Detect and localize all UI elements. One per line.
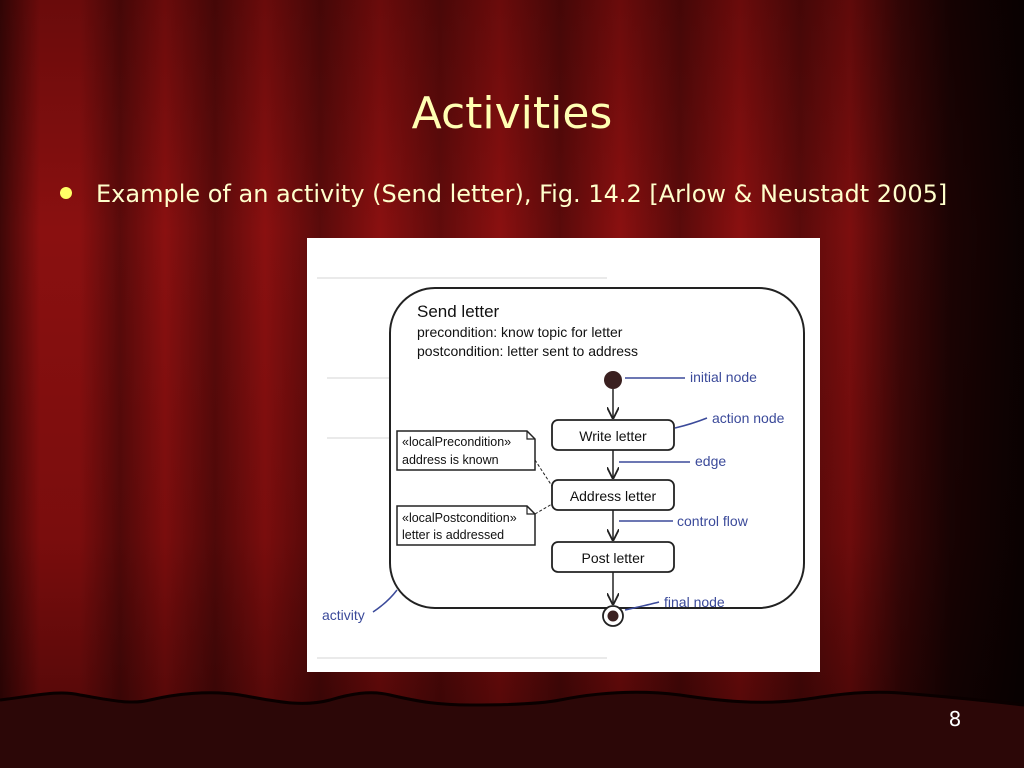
activity-name: Send letter [417,302,500,321]
slide-number: 8 [948,707,962,731]
callout-edge: edge [695,453,726,469]
callout-line-activity [372,589,398,613]
note-precondition-anchor [534,459,553,487]
final-node-core [607,610,619,622]
precondition-text: precondition: know topic for letter [417,324,623,340]
note-postcondition-text: letter is addressed [402,528,504,542]
callout-line-final-node [624,601,660,611]
bullet-dot-icon [60,187,72,199]
note-postcondition-anchor [534,503,553,515]
action-node-post-letter [551,541,675,573]
slide-title: Activities [411,88,613,139]
activity-diagram-figure: Send letter precondition: know topic for… [307,238,820,672]
action-node-write-letter [551,419,675,451]
postcondition-text: postcondition: letter sent to address [417,343,638,359]
callout-activity: activity [322,607,365,623]
action-label-address-letter: Address letter [570,488,657,504]
initial-node [604,371,622,389]
note-local-postcondition [396,505,536,546]
callout-control-flow: control flow [677,513,749,529]
note-precondition-text: address is known [402,453,499,467]
callout-final-node: final node [664,594,725,610]
callout-action-node: action node [712,410,785,426]
action-node-address-letter [551,479,675,511]
note-postcondition-stereotype: «localPostcondition» [402,511,517,525]
callout-initial-node: initial node [690,369,757,385]
bullet-item: Example of an activity (Send letter), Fi… [60,180,1010,208]
note-local-precondition [396,430,536,471]
action-label-write-letter: Write letter [579,428,647,444]
action-label-post-letter: Post letter [581,550,644,566]
callout-line-action-node [674,417,708,429]
note-precondition-stereotype: «localPrecondition» [402,435,511,449]
bullet-text: Example of an activity (Send letter), Fi… [96,180,948,208]
